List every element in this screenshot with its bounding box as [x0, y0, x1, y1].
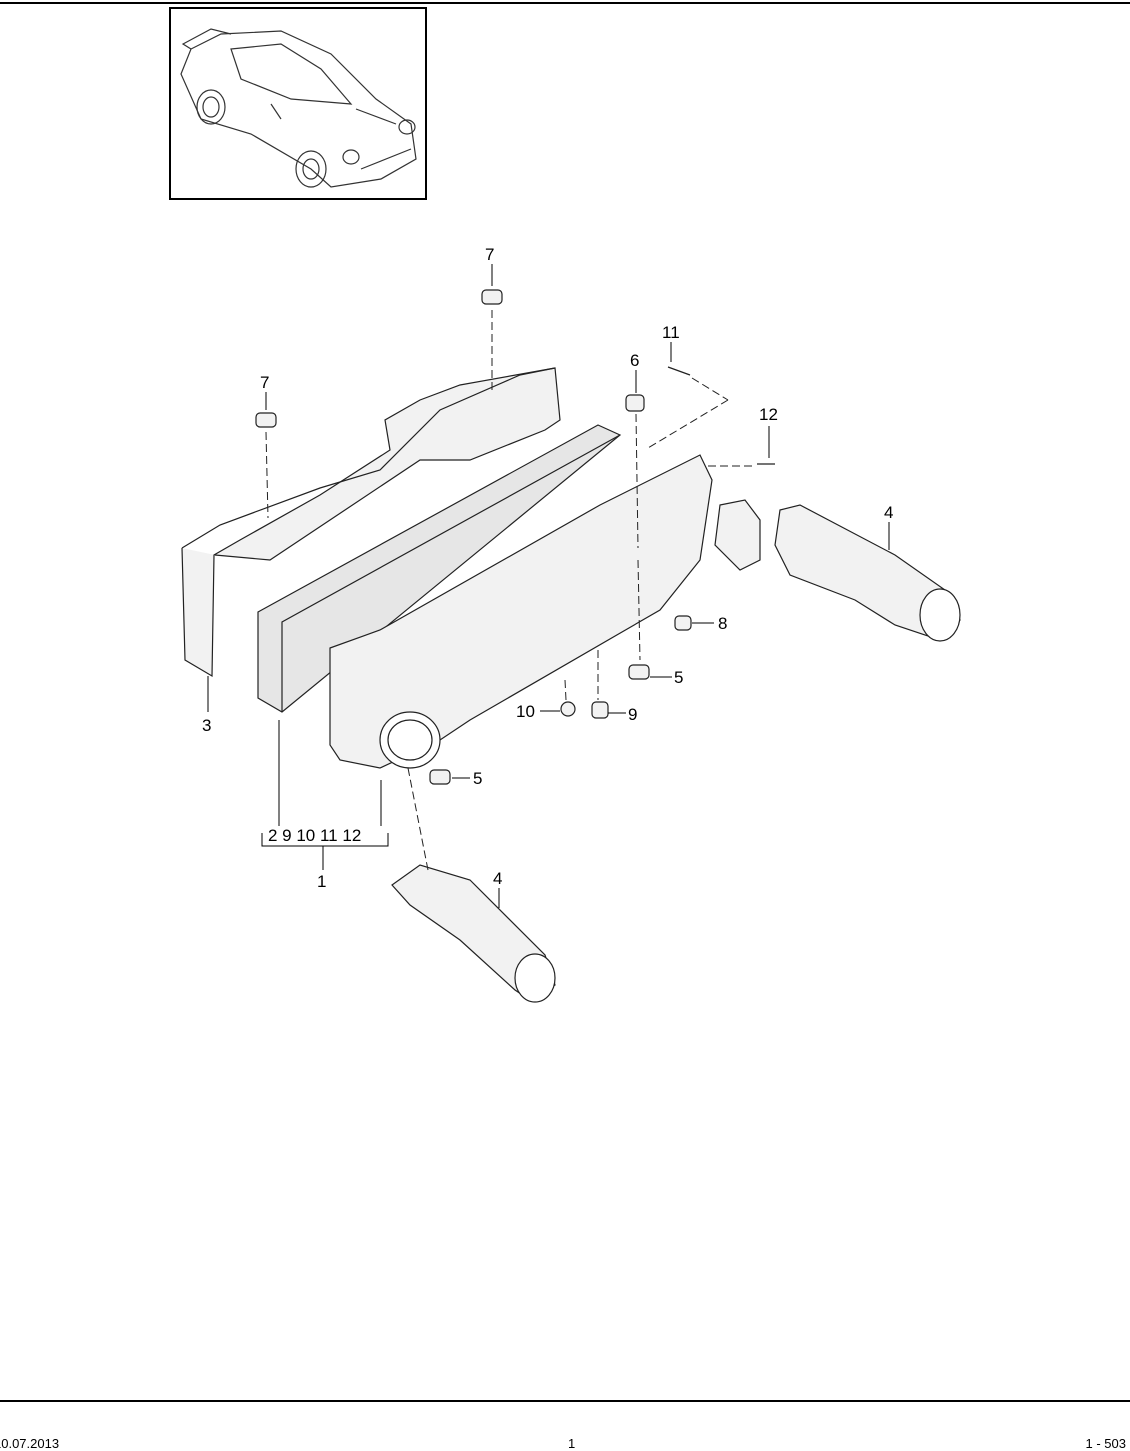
callout-10: 10 — [516, 702, 535, 721]
air-cleaner-housing — [329, 454, 713, 769]
car-illustration — [180, 28, 417, 188]
parts-diagram: 7 7 11 6 12 4 8 5 3 10 9 5 2 9 10 11 12 … — [181, 245, 961, 1003]
callout-8: 8 — [718, 614, 727, 633]
callout-4-right: 4 — [884, 503, 893, 522]
callout-5-right: 5 — [674, 668, 683, 687]
callout-7-left: 7 — [260, 373, 269, 392]
footer-page: 1 — [568, 1436, 576, 1451]
callout-1: 1 — [317, 872, 326, 891]
air-cleaner-cover — [181, 367, 561, 678]
callout-5-lower: 5 — [473, 769, 482, 788]
callout-9: 9 — [628, 705, 637, 724]
callout-3: 3 — [202, 716, 211, 735]
vehicle-thumbnail — [169, 7, 427, 200]
callout-11: 11 — [662, 323, 680, 342]
callout-12: 12 — [759, 405, 778, 424]
kit-contents-label: 2 9 10 11 12 — [268, 826, 361, 845]
callout-7-top: 7 — [485, 245, 494, 264]
callout-6: 6 — [630, 351, 639, 370]
filter-element — [257, 424, 622, 713]
bottom-rule — [0, 1400, 1130, 1402]
callout-4-lower: 4 — [493, 869, 502, 888]
footer-section: 1 - 503 — [1085, 1436, 1126, 1451]
top-rule — [0, 2, 1130, 4]
footer-date: 10.07.2013 — [0, 1436, 60, 1451]
